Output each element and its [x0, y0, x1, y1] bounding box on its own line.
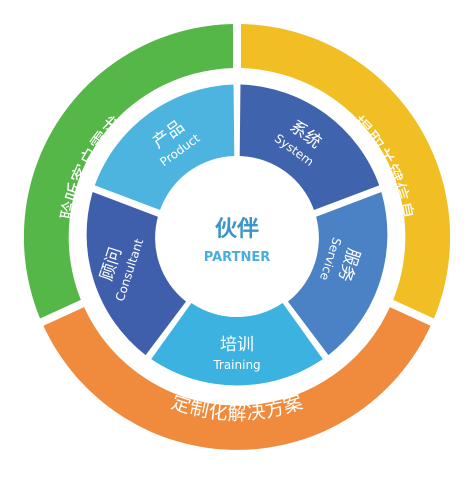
outer-segment-listen — [23, 24, 233, 319]
inner-label-training: 培训 Training — [212, 335, 260, 372]
outer-ring — [23, 24, 451, 450]
outer-segment-extract — [241, 24, 451, 319]
inner-segment-product — [94, 84, 235, 211]
center-hub: 伙伴 PARTNER — [204, 217, 270, 265]
center-subtitle: PARTNER — [204, 250, 270, 265]
outer-segment-custom — [43, 307, 431, 450]
inner-segment-training — [151, 302, 323, 386]
inner-segment-consultant — [86, 191, 187, 356]
training-zh: 培训 — [220, 335, 254, 355]
training-en: Training — [212, 358, 260, 372]
inner-ring — [86, 84, 388, 386]
inner-segment-service — [287, 191, 388, 356]
inner-segment-system — [239, 84, 380, 211]
center-title: 伙伴 — [215, 217, 259, 242]
